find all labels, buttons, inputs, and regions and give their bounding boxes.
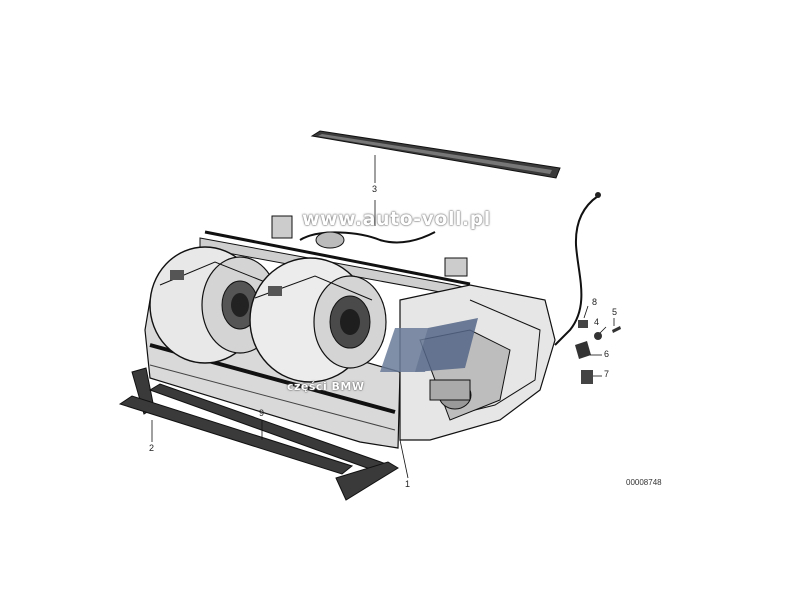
seal-strip-l-shape [118, 367, 354, 475]
watermark-logo [380, 318, 478, 372]
part-4-nut [594, 332, 602, 340]
callout-5: 5 [612, 307, 618, 317]
callout-2: 2 [149, 443, 155, 453]
part-6-bracket [575, 341, 591, 359]
seal-strip-top [310, 130, 561, 179]
watermark-url: www.auto-voll.pl [302, 208, 491, 230]
callout-8: 8 [592, 297, 598, 307]
callout-6: 6 [604, 349, 610, 359]
watermark-sub: części BMW [287, 380, 365, 393]
callout-3: 3 [372, 184, 378, 194]
callout-9: 9 [259, 408, 265, 418]
callout-4: 4 [594, 317, 600, 327]
seal-strip-bottom [148, 383, 399, 501]
part-8-clip [578, 320, 588, 328]
heater-blower-assembly-icon [144, 215, 556, 449]
callout-7: 7 [604, 369, 610, 379]
small-parts [575, 320, 621, 384]
callout-1: 1 [405, 479, 411, 489]
leader-lines [151, 155, 615, 479]
part-7-resistor [581, 370, 593, 384]
cable-icon [554, 192, 601, 346]
part-5-screw [612, 326, 621, 333]
drawing-code: 00008748 [626, 478, 662, 487]
